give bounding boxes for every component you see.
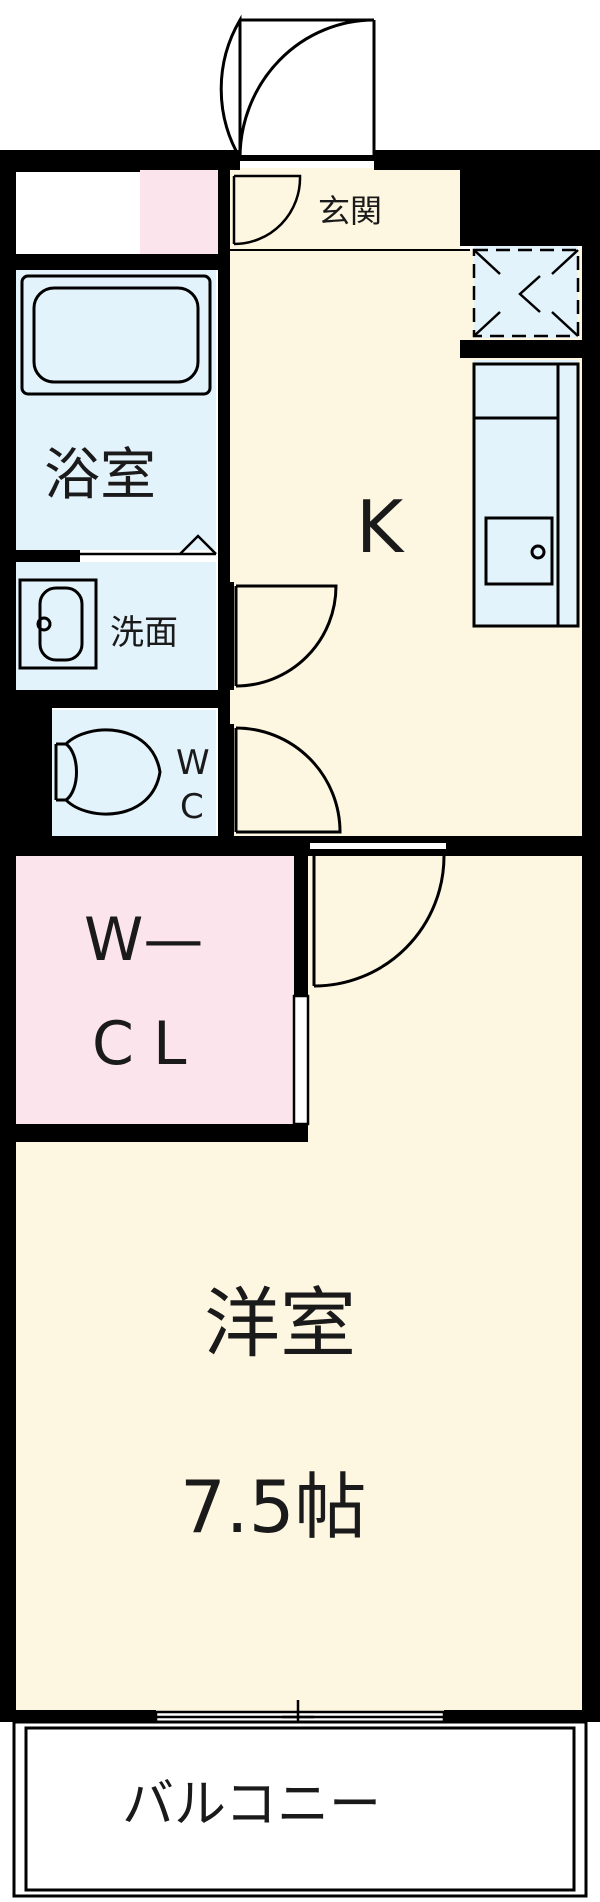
western-room-label: 洋室 bbox=[204, 1279, 356, 1368]
toilet-label-c: C bbox=[180, 787, 204, 827]
toilet-door bbox=[226, 724, 342, 836]
toilet-label-w: W bbox=[176, 743, 210, 783]
balcony-outline bbox=[12, 1720, 588, 1898]
toilet-floor bbox=[52, 710, 216, 836]
washroom-label: 洗面 bbox=[110, 613, 178, 653]
kitchen-label: K bbox=[356, 485, 405, 569]
washbasin-icon bbox=[18, 578, 98, 670]
kitchen-counter bbox=[474, 360, 578, 626]
fridge-icon bbox=[472, 248, 580, 338]
balcony-label: バルコニー bbox=[122, 1775, 381, 1835]
sink-icon bbox=[484, 516, 554, 586]
entrance-label: 玄関 bbox=[318, 192, 382, 230]
kitchen-counter-outline bbox=[472, 362, 580, 628]
fridge-space bbox=[474, 246, 578, 338]
bath-door bbox=[80, 534, 217, 556]
walkin-closet-door bbox=[292, 994, 310, 1126]
bathtub-icon bbox=[20, 274, 212, 396]
shoe-cabinet bbox=[140, 170, 220, 254]
western-room-size: 7.5帖 bbox=[180, 1465, 367, 1549]
entrance-door bbox=[219, 14, 376, 161]
walls bbox=[0, 150, 600, 1722]
walkin-closet-label-line2: C L bbox=[92, 1009, 187, 1079]
walkin-closet-overlay bbox=[16, 856, 294, 1124]
walkin-closet-label-line1: W— bbox=[84, 905, 203, 975]
western-room-door bbox=[310, 841, 446, 988]
entrance-inner-door bbox=[230, 174, 470, 251]
bath-label: 浴室 bbox=[44, 443, 156, 508]
bath-floor bbox=[16, 270, 216, 550]
toilet-icon bbox=[54, 728, 162, 816]
washroom-door bbox=[226, 582, 338, 690]
